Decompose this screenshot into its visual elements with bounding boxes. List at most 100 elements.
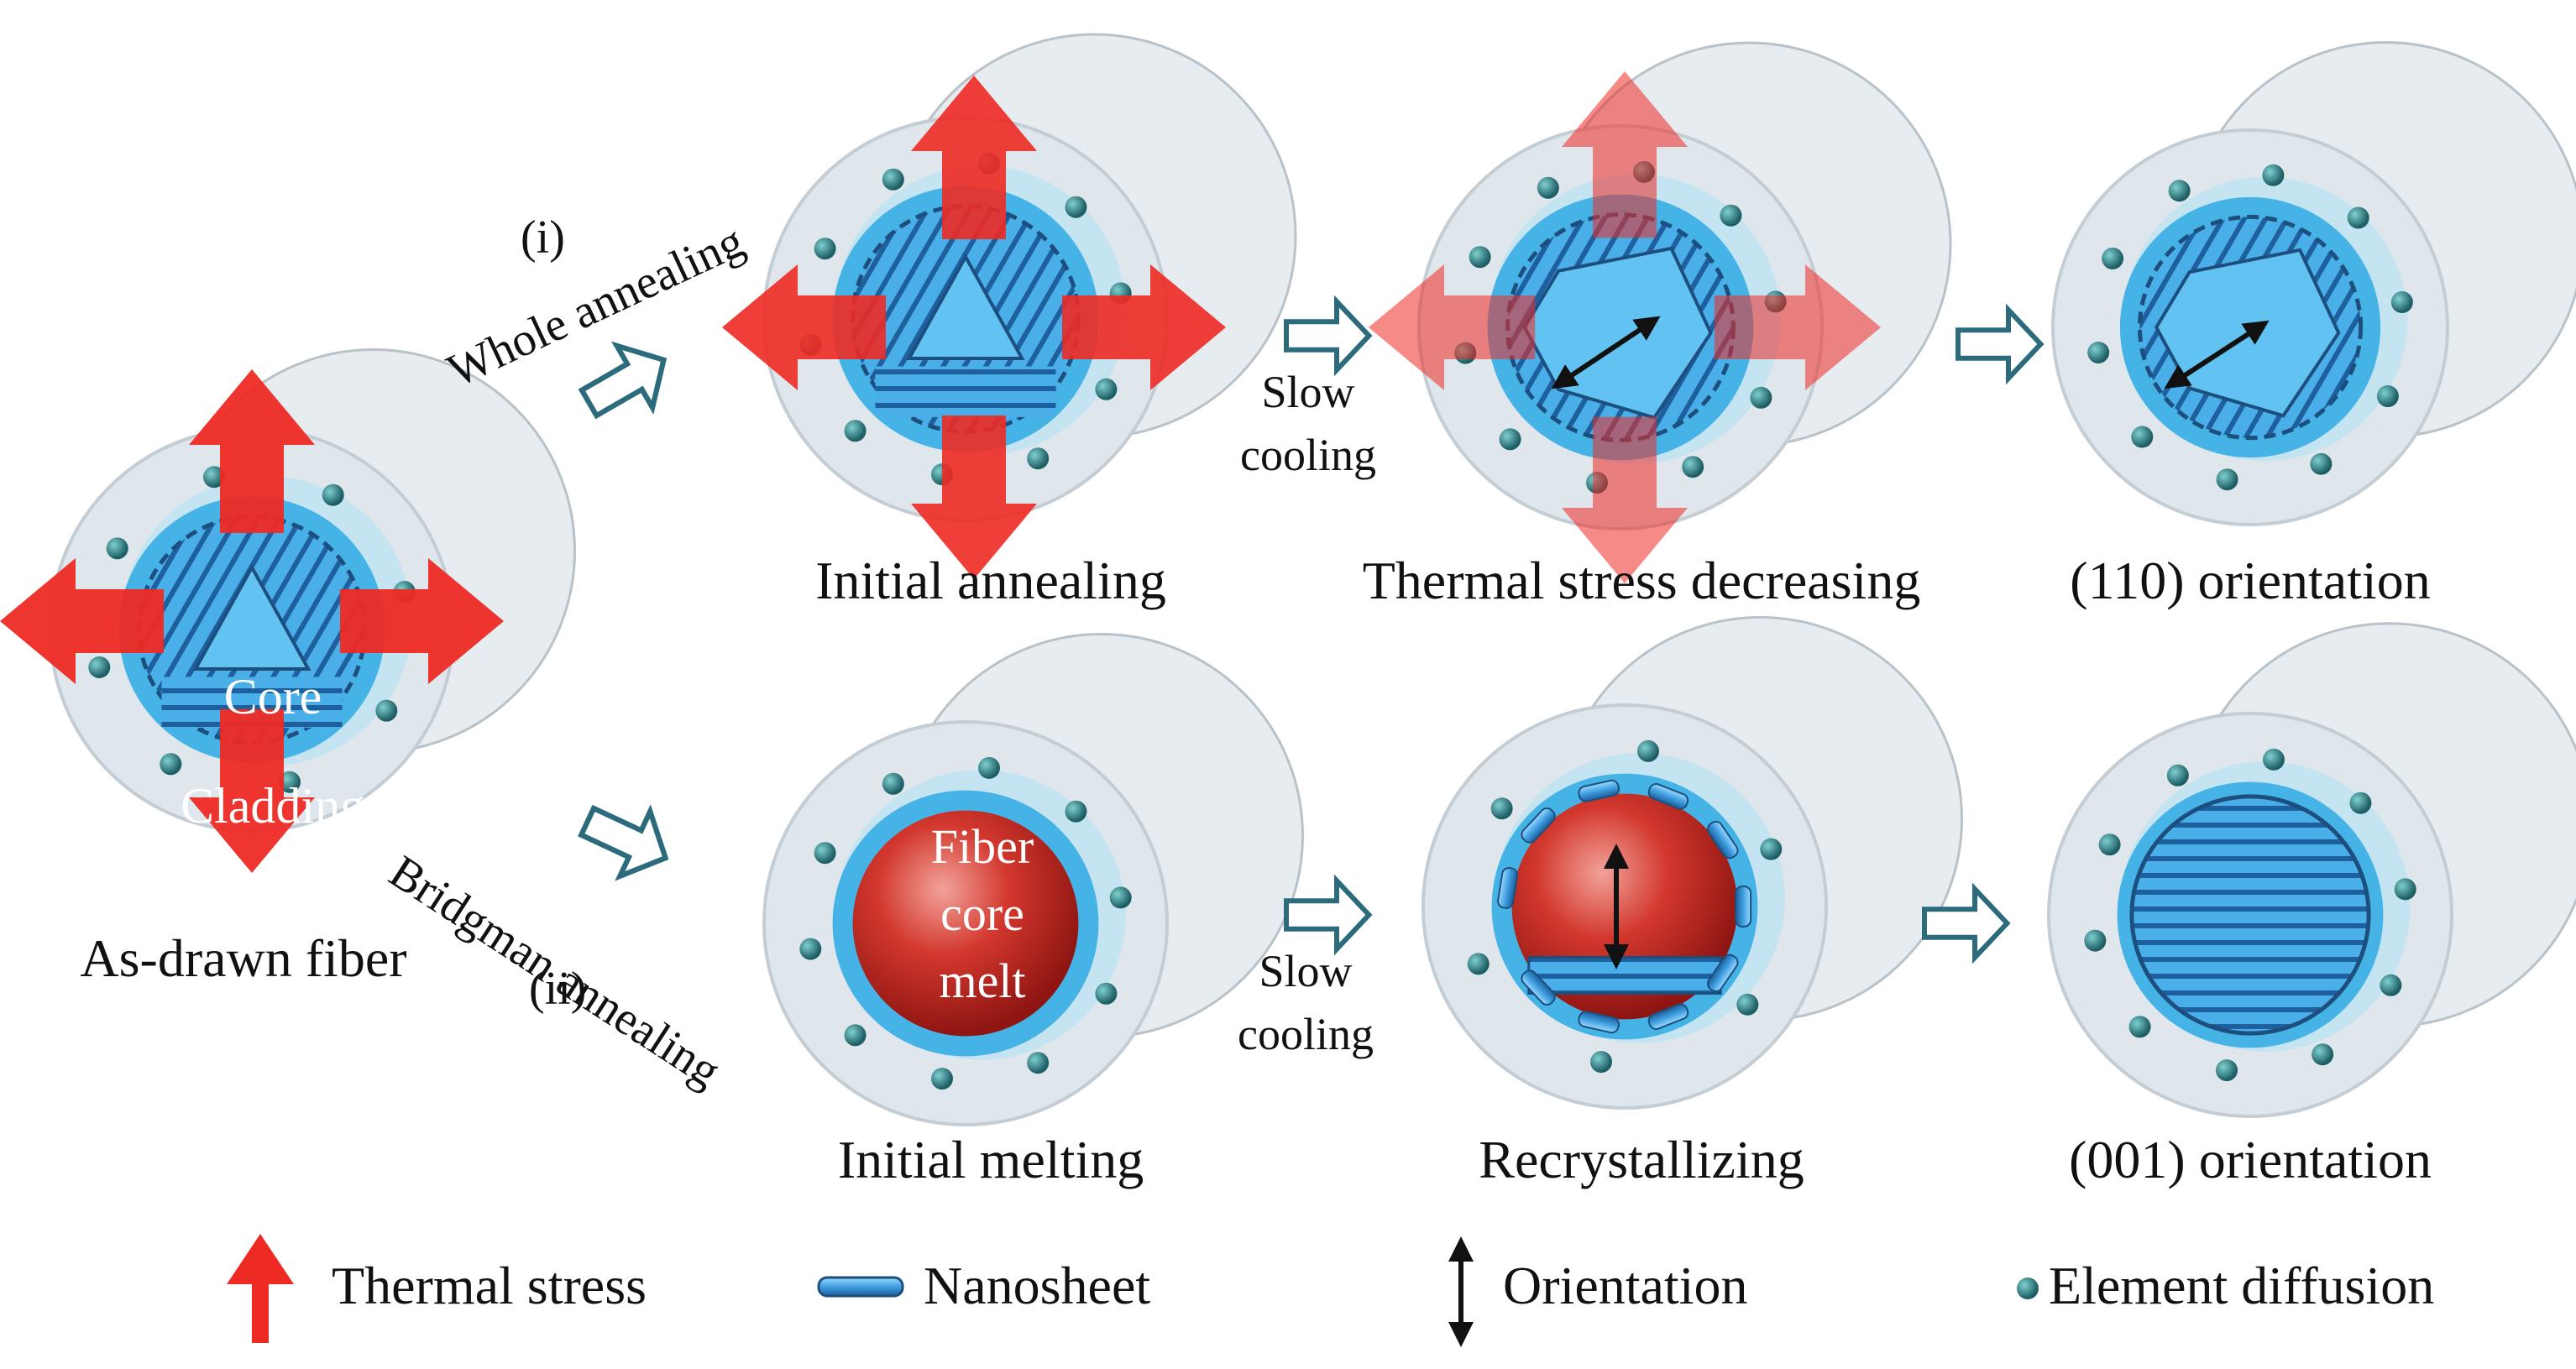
diffusion-dot	[1095, 982, 1118, 1005]
diffusion-dot	[88, 656, 111, 678]
orientation-110-caption: (110) orientation	[2070, 551, 2431, 610]
orientation-001-fiber	[2047, 622, 2576, 1118]
diffusion-dot	[2380, 974, 2402, 996]
stress-arrow	[340, 558, 504, 684]
stress-arrow	[1562, 416, 1688, 583]
arrow-to-110	[1955, 303, 2045, 385]
diffusion-dot	[2098, 833, 2121, 856]
initial-melting-fiber	[762, 633, 1304, 1126]
stress-arrow	[189, 369, 315, 533]
diffusion-dot	[931, 1068, 954, 1090]
diffusion-dot	[844, 420, 867, 442]
slow-cooling-2-line1: Slow	[1259, 946, 1353, 996]
stress-arrow	[1369, 264, 1536, 390]
recrystallizing-caption: Recrystallizing	[1479, 1130, 1804, 1189]
diffusion-dot	[1027, 1052, 1050, 1074]
slow-cooling-1-line1: Slow	[1261, 367, 1355, 417]
diffusion-dot	[278, 771, 301, 793]
diffusion-dot	[799, 938, 822, 960]
diffusion-dot	[1590, 1051, 1613, 1074]
diffusion-dot	[375, 699, 398, 722]
diffusion-dot	[203, 466, 226, 489]
diffusion-dot	[882, 168, 904, 191]
diffusion-dot	[844, 1024, 867, 1047]
diffusion-dot	[160, 753, 182, 776]
diffusion-dot	[1065, 800, 1087, 823]
thermal-stress-arrows	[0, 71, 1881, 873]
edge-nanosheet	[1706, 820, 1739, 860]
recrystallizing-fiber	[1422, 616, 1963, 1110]
diffusion-dot	[2102, 247, 2124, 269]
legend-element-diffusion-label: Element diffusion	[2049, 1256, 2435, 1315]
arrow-slow-cooling-2	[1283, 874, 1373, 956]
diffusion-dot	[1490, 797, 1513, 820]
diffusion-dot	[1109, 886, 1132, 909]
stress-arrow	[911, 76, 1037, 239]
initial-annealing-fiber	[762, 33, 1297, 522]
bottom-sheets	[875, 366, 1056, 417]
edge-nanosheet	[1578, 779, 1620, 802]
melt-label-line2: core	[940, 886, 1024, 941]
legend-stress-arrow	[227, 1234, 294, 1343]
process-arrows	[578, 295, 2045, 964]
stress-arrow	[0, 558, 164, 684]
diffusion-dot	[2168, 180, 2191, 202]
diffusion-dot	[2390, 291, 2413, 314]
legend-thermal-stress-label: Thermal stress	[332, 1256, 647, 1315]
diffusion-dot	[1682, 456, 1704, 478]
diffusion-dot	[1537, 176, 1559, 199]
cladding-label: Cladding	[181, 778, 365, 833]
diffusion-dot	[977, 756, 1000, 779]
diffusion-dot	[814, 238, 836, 260]
diffusion-dot	[2349, 792, 2372, 814]
diffusion-dot	[1065, 196, 1087, 218]
edge-nanosheet	[1647, 1003, 1689, 1031]
diffusion-dot	[1720, 204, 1742, 227]
diffusion-dot	[2128, 1016, 2151, 1038]
diffusion-dot	[2262, 748, 2285, 771]
core-label: Core	[223, 669, 322, 724]
diffusion-dot	[2087, 341, 2110, 363]
growing-sheets	[1527, 955, 1722, 995]
as-drawn-caption: As-drawn fiber	[80, 928, 407, 988]
diffusion-dot	[1499, 428, 1521, 451]
diffusion-dot	[2376, 385, 2399, 408]
diffusion-dot	[1636, 739, 1659, 762]
initial-annealing-caption: Initial annealing	[815, 551, 1166, 610]
triangular-grain	[906, 253, 1025, 361]
diffusion-dot	[1736, 993, 1759, 1016]
arrow-to-001	[1921, 882, 2011, 964]
diffusion-dot	[814, 842, 836, 865]
slow-cooling-2-line2: cooling	[1238, 1009, 1374, 1059]
diffusion-dot	[1095, 378, 1118, 400]
melt-core	[852, 810, 1079, 1037]
orientation-001-caption: (001) orientation	[2069, 1130, 2432, 1189]
diffusion-dot	[2394, 878, 2416, 901]
triangular-grain	[192, 563, 312, 671]
diffusion-dot	[1027, 447, 1050, 470]
edge-nanosheet	[1706, 954, 1739, 993]
diffusion-dot	[1750, 386, 1772, 409]
melt-label-line1: Fiber	[930, 819, 1034, 874]
diffusion-dot	[2262, 164, 2285, 186]
diffusion-dot	[2084, 929, 2107, 952]
diffusion-dot	[2216, 1059, 2238, 1082]
diffusion-dot	[1760, 838, 1783, 860]
legend-orientation-label: Orientation	[1503, 1256, 1748, 1315]
legend-symbols	[227, 1234, 2039, 1347]
stress-arrow	[1562, 71, 1688, 238]
edge-nanosheet	[1521, 807, 1556, 844]
arrow-slow-cooling-1	[1283, 295, 1373, 377]
diffusion-dot	[2166, 764, 2189, 786]
stress-decreasing-caption: Thermal stress decreasing	[1362, 551, 1921, 610]
stress-decreasing-fiber	[1417, 41, 1952, 530]
orientation-arrow	[1551, 316, 1661, 389]
slow-cooling-1-line2: cooling	[1240, 430, 1376, 480]
route-i-number: (i)	[521, 212, 565, 264]
edge-nanosheet	[1578, 1011, 1620, 1034]
diffusion-dot	[1467, 953, 1490, 975]
initial-melting-caption: Initial melting	[837, 1130, 1144, 1189]
fiber-cross-sections	[49, 33, 2576, 1126]
